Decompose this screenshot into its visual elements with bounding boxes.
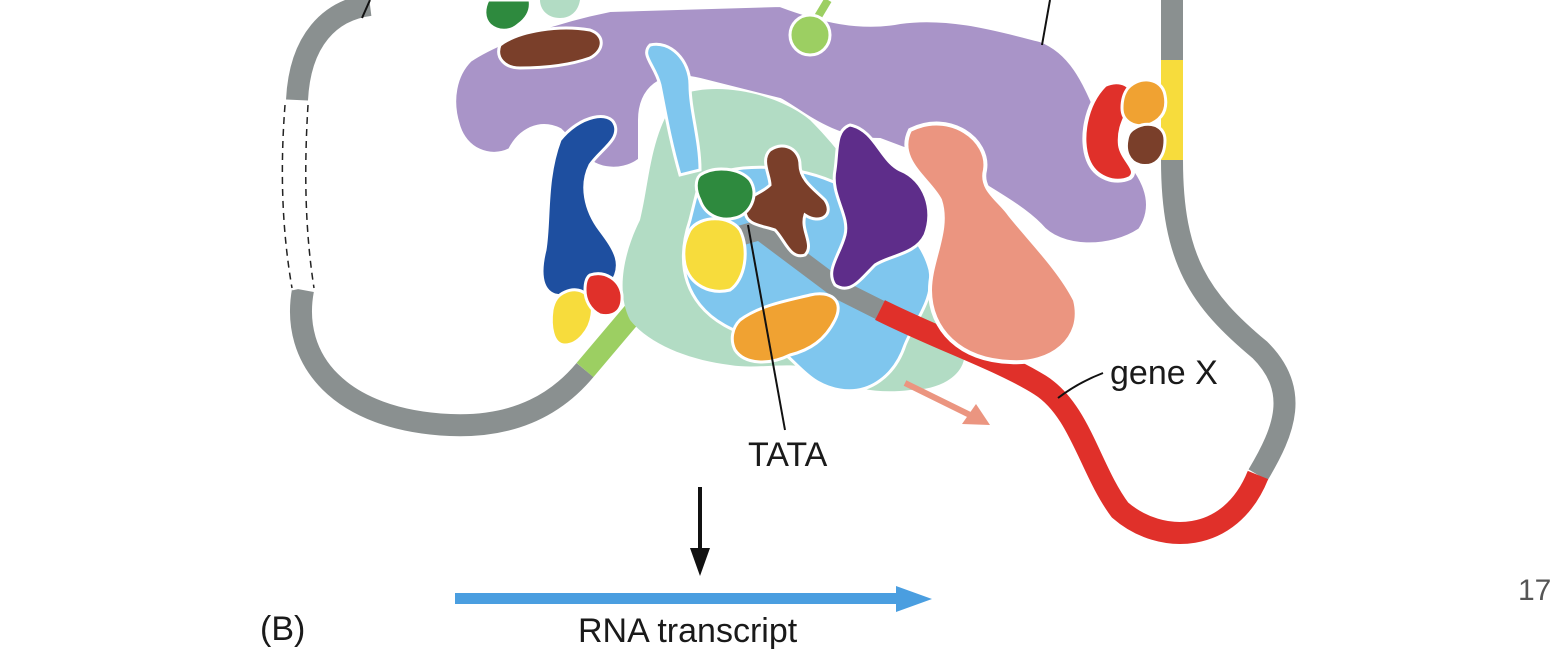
- page-number: 17: [1518, 574, 1551, 607]
- leader-line-gene-x: [1057, 372, 1104, 399]
- leader-line-top-left: [361, 0, 371, 19]
- rna-transcript-arrow: [455, 586, 932, 612]
- pol-ii-ctd-tail: [645, 42, 702, 177]
- transcription-direction-arrow: [903, 380, 990, 425]
- dark-purple-factor: [830, 123, 931, 290]
- mint-factor-top: [540, 0, 580, 18]
- down-arrow: [690, 487, 710, 576]
- dna-strand-right: [1161, 0, 1296, 481]
- rna-transcript-label: RNA transcript: [578, 612, 798, 650]
- orange-factor-right: [1120, 78, 1168, 128]
- brown-factor-top-left: [497, 26, 603, 70]
- light-green-lollipop-factor: [788, 0, 832, 57]
- leader-line-top-right: [1041, 0, 1051, 46]
- green-factor-top-left: [483, 0, 532, 32]
- tata-label: TATA: [748, 436, 828, 474]
- gene-x-dna: [875, 300, 1269, 544]
- gene-x-label: gene X: [1110, 354, 1218, 392]
- brown-factor-right: [1124, 122, 1167, 168]
- activator-dark-blue: [540, 115, 619, 299]
- panel-label: (B): [260, 610, 305, 648]
- orange-factor: [730, 292, 840, 364]
- leader-line-tata: [747, 224, 786, 431]
- tbp-green: [694, 167, 756, 221]
- brown-factor-central: [743, 144, 830, 258]
- mediator-complex: [452, 2, 1151, 247]
- salmon-factor: [904, 121, 1079, 365]
- red-cofactor-left: [583, 272, 624, 318]
- yellow-factor: [682, 217, 747, 293]
